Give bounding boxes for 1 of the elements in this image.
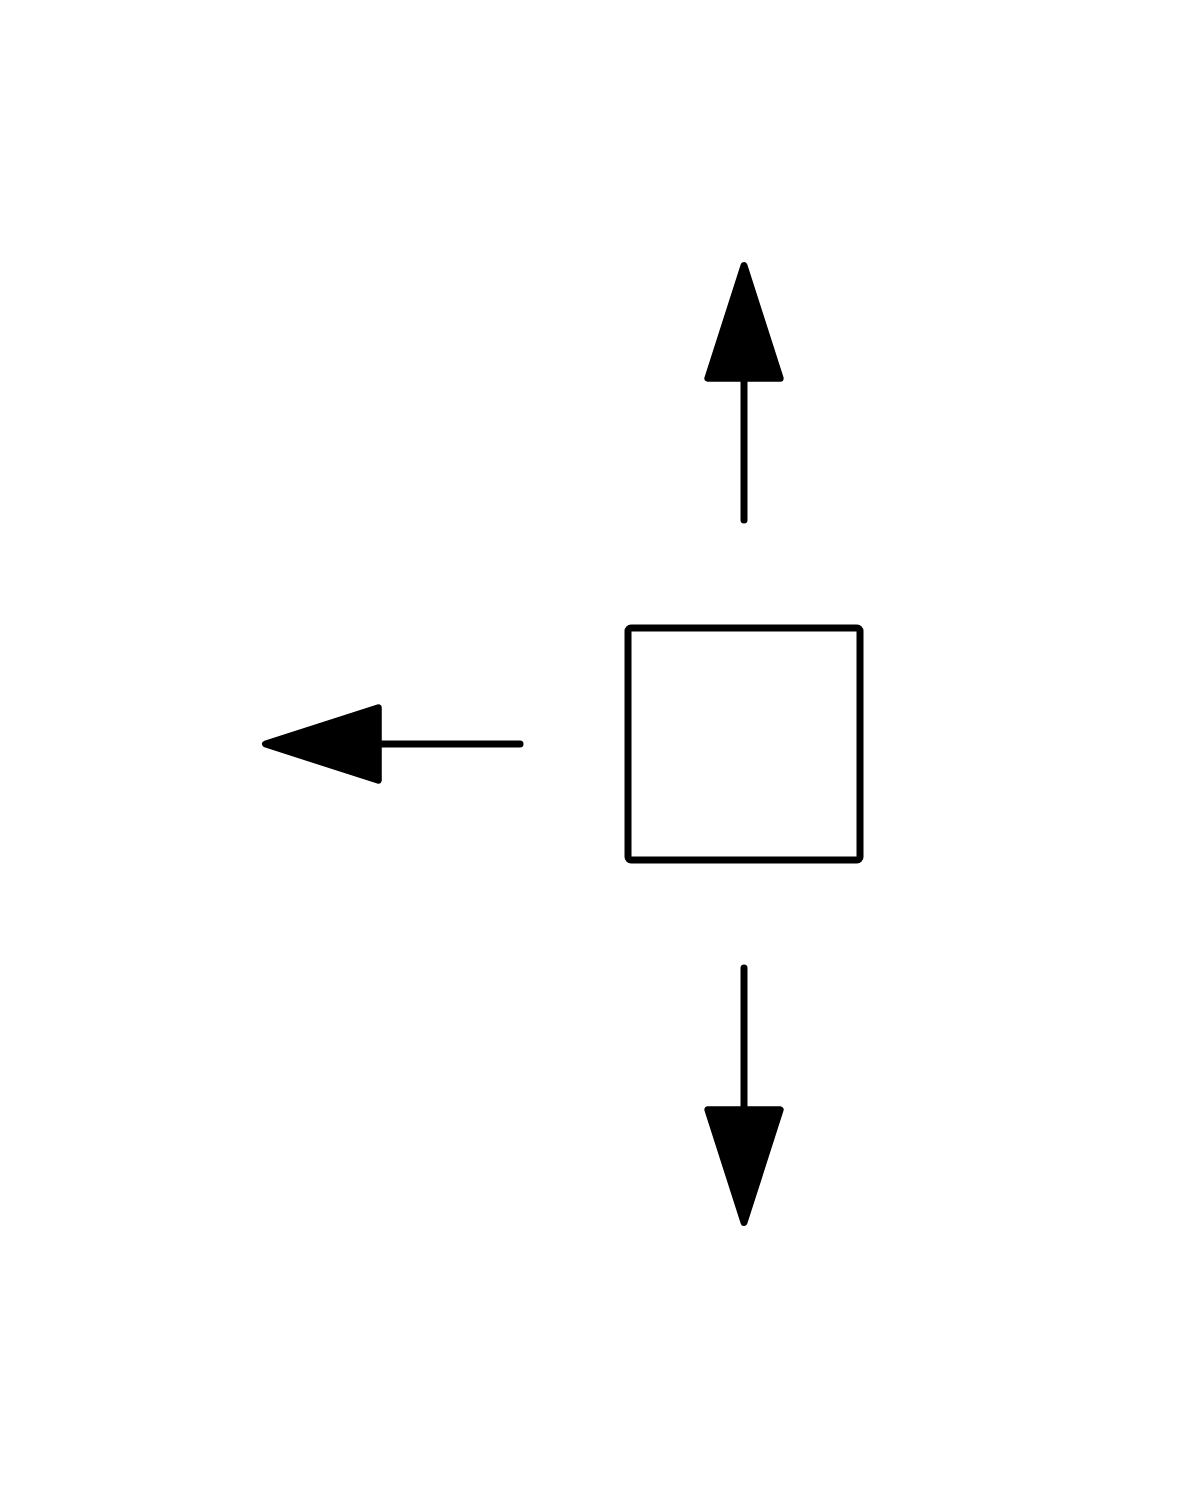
empty-box <box>624 624 864 864</box>
